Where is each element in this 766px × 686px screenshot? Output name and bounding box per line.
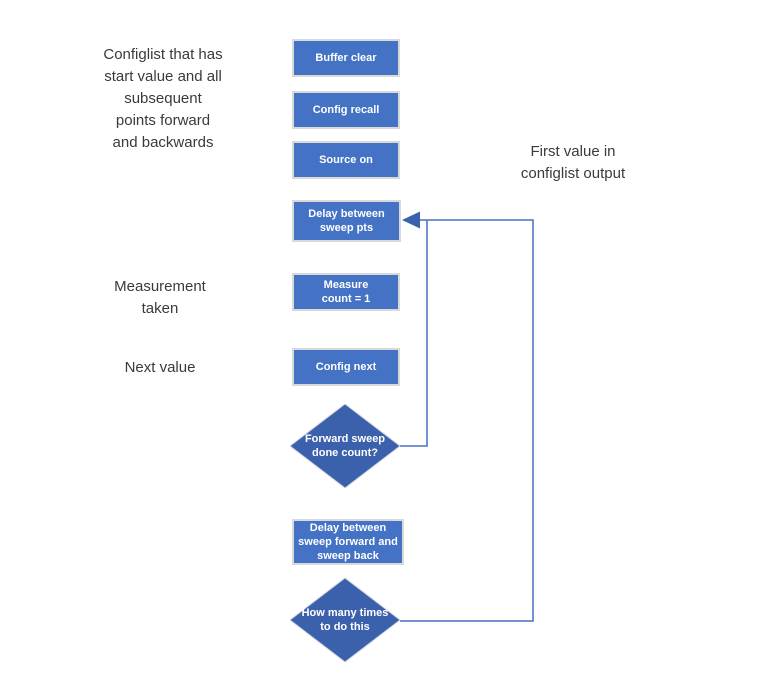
annotation-configlist: Configlist that has start value and all …	[103, 46, 223, 151]
annotation-first-value-output: First value in configlist output	[520, 143, 626, 182]
node-measure-count-label: Measure count = 1	[321, 279, 371, 305]
annotation-next-value: Next value	[124, 359, 196, 376]
feedback-loop-outer	[400, 219, 534, 622]
node-config-recall-label: Config recall	[312, 104, 380, 116]
node-how-many-times: How many times to do this	[290, 578, 400, 662]
feedback-loop-inner	[400, 220, 428, 447]
node-config-next-label: Config next	[315, 361, 377, 373]
diamond-shape	[290, 404, 400, 488]
node-delay-between-sweep-pts-label: Delay between sweep pts	[308, 208, 385, 234]
node-delay-forward-back: Delay between sweep forward and sweep ba…	[292, 519, 404, 565]
node-how-many-times-label: How many times to do this	[301, 607, 389, 633]
node-source-on-label: Source on	[319, 154, 373, 166]
node-buffer-clear: Buffer clear	[292, 39, 400, 77]
diamond-shape	[290, 578, 400, 662]
node-delay-between-sweep-pts: Delay between sweep pts	[292, 200, 401, 242]
node-source-on: Source on	[292, 141, 400, 179]
node-measure-count: Measure count = 1	[292, 273, 400, 311]
node-config-recall: Config recall	[292, 91, 400, 129]
node-delay-forward-back-label: Delay between sweep forward and sweep ba…	[298, 522, 398, 562]
arrowhead-left-icon	[402, 211, 420, 229]
node-buffer-clear-label: Buffer clear	[315, 52, 377, 64]
node-config-next: Config next	[292, 348, 400, 386]
annotation-measurement-taken: Measurement taken	[114, 278, 206, 317]
node-forward-sweep-done-label: Forward sweep done count?	[304, 433, 386, 459]
node-forward-sweep-done: Forward sweep done count?	[290, 404, 400, 488]
